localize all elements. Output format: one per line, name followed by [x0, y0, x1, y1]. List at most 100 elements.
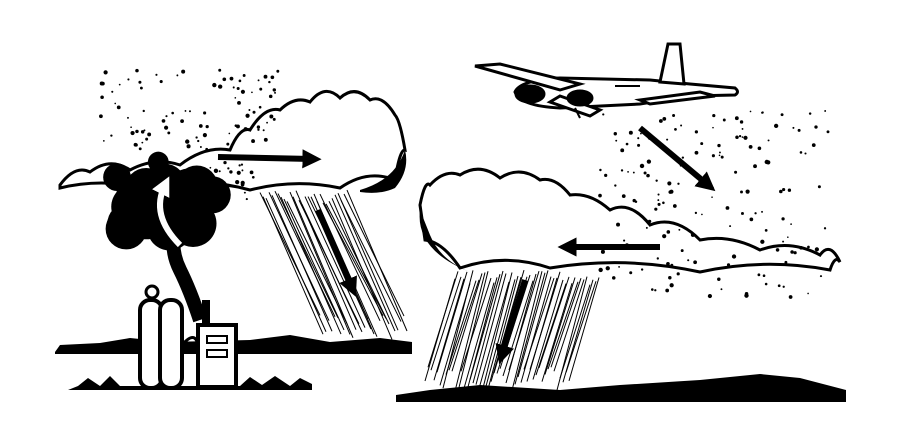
seed-particle	[764, 159, 769, 165]
seed-particle	[251, 139, 256, 144]
seed-particle	[616, 222, 621, 227]
seed-particle	[672, 114, 676, 117]
raindrop-streak	[346, 189, 408, 332]
seed-particle	[640, 132, 642, 135]
seed-particle	[602, 113, 605, 116]
raindrop-streak	[343, 193, 405, 317]
seed-particle	[155, 73, 158, 76]
seed-particle	[259, 87, 263, 91]
seed-particle	[138, 80, 142, 84]
seed-particle	[667, 181, 672, 186]
seed-particle	[228, 132, 231, 135]
seed-particle	[654, 207, 658, 211]
seed-particle	[138, 147, 142, 151]
seed-particle	[647, 219, 652, 224]
seed-particle	[198, 124, 203, 128]
seed-particle	[722, 237, 725, 240]
seed-particle	[262, 129, 265, 132]
raindrop-streak	[334, 194, 396, 332]
right-cloud	[418, 167, 842, 274]
seed-particle	[676, 272, 680, 276]
seed-particle	[256, 125, 261, 129]
smoke-puff	[169, 190, 200, 220]
seed-particle	[745, 189, 750, 194]
seed-particle	[647, 135, 653, 140]
seed-particle	[235, 180, 240, 185]
seed-particle	[666, 230, 671, 234]
seed-particle	[666, 262, 670, 266]
seed-particle	[637, 143, 641, 147]
seed-particle	[599, 168, 602, 172]
raindrop-streak	[535, 283, 567, 376]
seed-particle	[725, 206, 730, 210]
seed-particle	[241, 169, 244, 172]
seed-particle	[245, 113, 250, 118]
seed-particle	[628, 130, 633, 135]
raindrop-streak	[481, 272, 513, 393]
seed-particle	[757, 146, 762, 151]
seed-particle	[257, 128, 260, 131]
seed-particle	[729, 225, 732, 228]
seed-particle	[276, 69, 280, 73]
raindrop-streak	[292, 196, 354, 338]
seed-particle	[762, 274, 766, 277]
seed-particle	[679, 164, 682, 167]
seed-particle	[195, 136, 198, 139]
seed-particle	[639, 163, 645, 169]
seed-particle	[110, 134, 113, 137]
left-rain	[259, 189, 408, 340]
seed-particle	[775, 248, 780, 252]
seed-particle	[662, 116, 667, 121]
seed-particle	[650, 288, 654, 291]
seed-particle	[646, 159, 652, 164]
raindrop-streak	[322, 202, 384, 317]
seed-particle	[229, 170, 233, 174]
seed-particle	[712, 126, 714, 129]
seed-particle	[712, 113, 716, 118]
seed-particle	[245, 198, 248, 201]
seed-particle	[623, 239, 626, 242]
seed-particle	[263, 74, 268, 79]
seed-particle	[102, 140, 105, 142]
seed-particle	[251, 175, 255, 179]
left-cloud-shadow	[360, 150, 407, 193]
seed-particle	[197, 139, 200, 143]
seed-particle	[643, 171, 647, 175]
seed-particle	[788, 295, 793, 299]
seed-particle	[718, 154, 721, 157]
seed-particle	[764, 282, 768, 286]
raindrop-streak	[487, 275, 519, 390]
seed-particle	[116, 105, 121, 110]
right-cloud-shadow	[419, 210, 470, 272]
seed-particle	[203, 111, 207, 115]
seed-particle	[103, 70, 108, 75]
raindrop-streak	[463, 282, 495, 389]
raindrop-streak	[490, 277, 522, 382]
raindrop-streak	[436, 271, 468, 373]
raindrop-streak	[331, 198, 393, 340]
seed-particle	[700, 180, 703, 183]
seed-particle	[661, 221, 664, 224]
seed-particle	[700, 142, 704, 146]
seed-particle	[773, 123, 779, 129]
raindrop-streak	[325, 203, 387, 319]
up-arrow-icon	[152, 176, 183, 248]
seed-particle	[130, 130, 135, 136]
seed-particle	[111, 90, 114, 93]
seed-particle	[598, 267, 603, 273]
raindrop-streak	[340, 200, 402, 322]
raindrop-streak	[517, 270, 549, 378]
seed-particle	[205, 147, 209, 151]
seed-particle	[243, 127, 248, 132]
seed-particle	[748, 144, 753, 149]
seed-particle	[99, 81, 104, 86]
seed-particle	[598, 193, 602, 198]
seed-particle	[793, 251, 797, 255]
seed-particle	[711, 154, 715, 158]
seed-particle	[744, 292, 749, 296]
seed-particle	[743, 135, 748, 140]
seed-particle	[252, 110, 256, 114]
seed-particle	[662, 234, 667, 239]
raindrop-streak	[274, 190, 336, 318]
raindrop-streak	[568, 277, 600, 382]
